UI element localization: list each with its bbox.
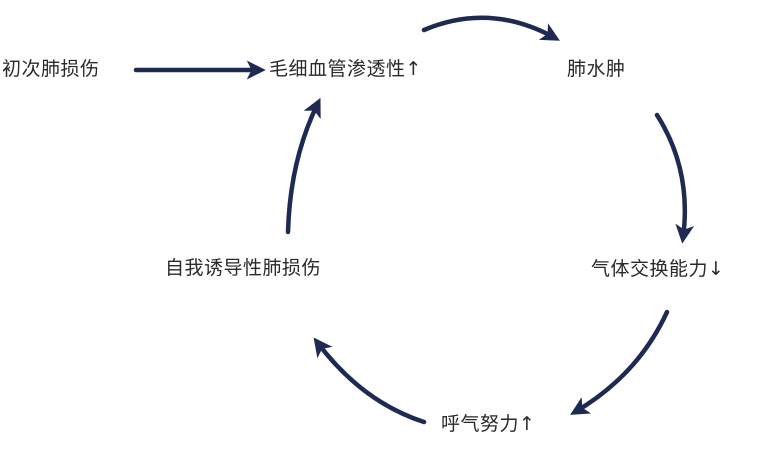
arrow-edema-to-gas-exchange: [654, 112, 695, 244]
node-initial-lung-injury: 初次肺损伤: [2, 58, 100, 80]
node-gas-exchange-capacity: 气体交换能力↓: [591, 258, 725, 280]
node-capillary-permeability: 毛细血管渗透性↑: [269, 58, 422, 80]
arrow-gas-exchange-to-breathing-effort: [570, 309, 670, 415]
node-self-induced-lung-injury: 自我诱导性肺损伤: [165, 257, 322, 279]
node-pulmonary-edema: 肺水肿: [567, 58, 626, 80]
arrow-breathing-effort-to-self-injury: [313, 337, 427, 425]
node-expiratory-effort: 呼气努力↑: [441, 413, 536, 435]
arrow-permeability-to-edema: [421, 15, 560, 41]
arrow-self-injury-to-permeability: [285, 97, 321, 235]
